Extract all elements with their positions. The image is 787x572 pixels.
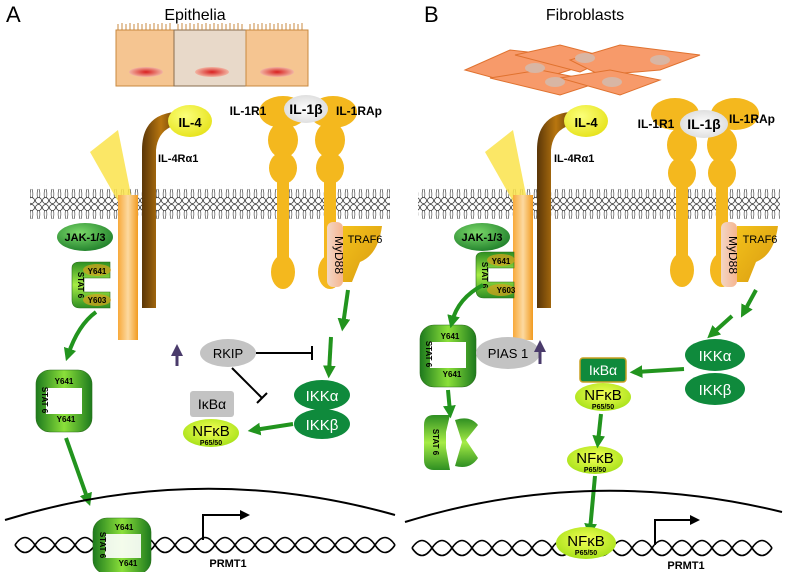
myd88-b [721, 222, 737, 287]
stat6-site-a-bottom: Y603 [88, 296, 107, 305]
ikka-label-b: IKKα [699, 348, 732, 365]
stat6-free-b-label: STAT 6 [431, 429, 440, 456]
panel-b-title: Fibroblasts [546, 7, 624, 24]
il4-ligand-a [168, 105, 212, 137]
traf6-label-a: TRAF6 [348, 234, 383, 246]
nfkb-nuclear-b [556, 527, 616, 559]
nfkb-a [183, 419, 239, 447]
stat6-dimer-a-label: STAT 6 [40, 387, 49, 414]
stat6-nuc-a-label: STAT 6 [98, 532, 107, 559]
il1r1-label-b: IL-1R1 [638, 117, 675, 131]
ikba-label-b: IκBα [589, 362, 617, 378]
il4-label-a: IL-4 [178, 115, 202, 130]
ikka-label-a: IKKα [306, 388, 339, 405]
stat6-monomer-a: Y641 Y603 STAT 6 [71, 261, 111, 309]
dna-helix-a [14, 536, 396, 554]
prmt1-label-a: PRMT1 [209, 558, 246, 570]
nfkb3-sub-b: P65/50 [575, 550, 597, 557]
up-arrow-rkip-icon [171, 344, 183, 356]
panel-a-letter: A [6, 2, 21, 27]
stat6-dimer-b-site-top: Y641 [441, 332, 460, 341]
pias1-node [476, 337, 540, 369]
fibroblasts-illustration [463, 44, 701, 96]
nfkb-b [575, 383, 631, 411]
traf6-b [737, 226, 778, 282]
nfkb-free-b [567, 446, 623, 474]
ikka-b [685, 339, 745, 371]
stat6-nuc-a-site-bottom: Y641 [119, 559, 138, 568]
ikkb-label-a: IKKβ [306, 417, 339, 434]
stat6-monomer-b: Y641 Y603 STAT 6 [475, 251, 516, 299]
panel-b-letter: B [424, 2, 439, 27]
stat6-dimer-a-site-top: Y641 [55, 377, 74, 386]
il1rap-label-a: IL-1RAp [336, 104, 382, 118]
ikba-a [190, 391, 234, 417]
panel-b: B Fibroblasts IL-4 IL-4Rα1 JAK-1/ [404, 2, 783, 572]
pias1-label: PIAS 1 [488, 346, 528, 361]
stat6-dimer-b-label: STAT 6 [424, 341, 433, 368]
stat6-nuclear-a: Y641 Y641 STAT 6 [92, 517, 152, 572]
il4ra1-label-b: IL-4Rα1 [554, 153, 594, 165]
nfkb2-label-b: NFκB [576, 450, 614, 467]
il1r1-label-a: IL-1R1 [230, 104, 267, 118]
nfkb2-sub-b: P65/50 [584, 467, 606, 474]
rkip-node [200, 339, 256, 367]
jak-kinase-b [454, 223, 510, 251]
nfkb-sub-b: P65/50 [592, 404, 614, 411]
myd88-label-b: MyD88 [726, 236, 740, 274]
stat6-free-b: STAT 6 [424, 415, 478, 470]
stat6-dimer-b: Y641 Y641 STAT 6 [419, 324, 477, 388]
rkip-label: RKIP [213, 346, 243, 361]
up-arrow-pias1-icon [534, 340, 546, 352]
ikba-b [579, 357, 627, 383]
nuclear-envelope-a [4, 487, 396, 521]
panel-a-title: Epithelia [164, 7, 225, 24]
jak-label-a: JAK-1/3 [65, 232, 106, 244]
nfkb-label-b: NFκB [584, 387, 622, 404]
ikkb-b [685, 373, 745, 405]
stat6-site-b-bottom: Y603 [497, 286, 516, 295]
stat6-dimer-b-site-bottom: Y641 [443, 370, 462, 379]
il1rap-label-b: IL-1RAp [729, 112, 775, 126]
il1b-label-b: IL-1β [687, 116, 721, 132]
epithelial-cells-illustration [115, 23, 309, 87]
stat6-site-a-top: Y641 [88, 267, 107, 276]
panel-a: A Epithelia IL-4 IL-4Rα1 [4, 2, 396, 572]
ikkb-label-b: IKKβ [699, 382, 732, 399]
jak-label-b: JAK-1/3 [462, 232, 503, 244]
nuclear-envelope-b [404, 489, 783, 523]
il4ra1-label-a: IL-4Rα1 [158, 153, 198, 165]
stat6-site-b-top: Y641 [492, 257, 511, 266]
transcription-start-icon-b [654, 515, 700, 545]
transcription-start-icon-a [202, 510, 250, 540]
il4-ligand-b [564, 105, 608, 137]
il1-receptor-a: IL-1β IL-1R1 IL-1RAp [230, 95, 382, 289]
ikka-a [294, 380, 350, 410]
nfkb-label-a: NFκB [192, 423, 230, 440]
il4-label-b: IL-4 [574, 115, 598, 130]
il1b-label-a: IL-1β [289, 101, 323, 117]
stat6-dimer-a: Y641 Y641 STAT 6 [35, 369, 93, 433]
pathway-arrows-a [63, 289, 351, 507]
traf6-label-b: TRAF6 [743, 234, 778, 246]
jak-kinase-a [57, 223, 113, 251]
ikkb-a [294, 409, 350, 439]
myd88-a [327, 222, 343, 287]
ikba-label-a: IκBα [198, 396, 226, 412]
il4-receptor-a: IL-4 IL-4Rα1 [90, 105, 212, 340]
prmt1-label-b: PRMT1 [667, 560, 704, 572]
stat6-label-a: STAT 6 [76, 272, 85, 299]
nfkb-sub-a: P65/50 [200, 440, 222, 447]
stat6-label-b: STAT 6 [480, 262, 489, 289]
pathway-arrows-b [443, 283, 758, 537]
traf6-a [343, 226, 382, 282]
stat6-nuc-a-site-top: Y641 [115, 523, 134, 532]
nfkb3-label-b: NFκB [567, 533, 605, 550]
myd88-label-a: MyD88 [332, 236, 346, 274]
il4-receptor-b: IL-4 IL-4Rα1 [485, 105, 608, 340]
stat6-dimer-a-site-bottom: Y641 [57, 415, 76, 424]
